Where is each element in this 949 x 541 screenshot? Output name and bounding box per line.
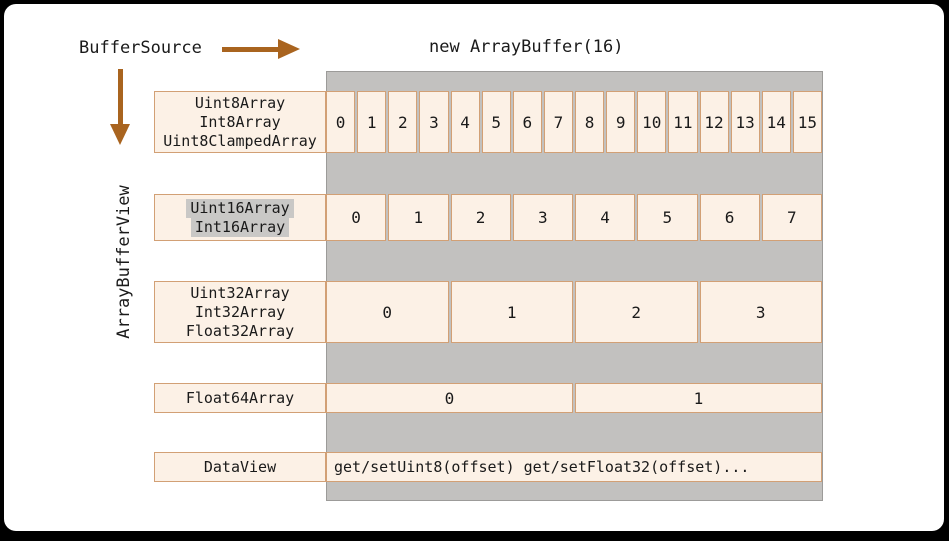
diagram-canvas: BufferSource new ArrayBuffer(16) ArrayBu… bbox=[4, 4, 944, 531]
buffer-cell: get/setUint8(offset) get/setFloat32(offs… bbox=[326, 452, 822, 482]
arrow-right-head bbox=[278, 39, 300, 59]
view-label: Uint32Array bbox=[190, 283, 290, 302]
buffer-cell: 3 bbox=[512, 194, 573, 241]
buffer-cell: 5 bbox=[481, 91, 511, 153]
buffer-cell: 6 bbox=[512, 91, 542, 153]
buffer-cell: 12 bbox=[699, 91, 729, 153]
view-label: Float64Array bbox=[185, 388, 295, 407]
view-row: DataView get/setUint8(offset) get/setFloa… bbox=[154, 452, 822, 482]
buffer-cell: 2 bbox=[575, 281, 698, 343]
buffer-cell: 1 bbox=[357, 91, 387, 153]
buffer-cell: 9 bbox=[606, 91, 636, 153]
view-cells: get/setUint8(offset) get/setFloat32(offs… bbox=[326, 452, 822, 482]
buffer-cell: 1 bbox=[450, 281, 573, 343]
view-label: Float32Array bbox=[185, 321, 295, 340]
buffer-cell: 0 bbox=[326, 91, 356, 153]
arrow-down-shaft bbox=[117, 69, 123, 125]
arrow-down-head bbox=[110, 124, 130, 145]
buffer-cell: 15 bbox=[792, 91, 822, 153]
buffer-cell: 2 bbox=[450, 194, 511, 241]
buffer-cell: 8 bbox=[575, 91, 605, 153]
buffer-cell: 6 bbox=[699, 194, 760, 241]
view-label: Int8Array bbox=[199, 112, 281, 131]
buffer-cell: 0 bbox=[326, 383, 573, 413]
view-label: Uint8Array bbox=[194, 93, 286, 112]
arrow-right-icon bbox=[222, 39, 300, 59]
buffer-cell: 7 bbox=[761, 194, 822, 241]
buffer-cell: 4 bbox=[575, 194, 636, 241]
arrow-down-icon bbox=[110, 69, 130, 145]
view-label: Int32Array bbox=[194, 302, 286, 321]
array-buffer-view-label: ArrayBufferView bbox=[114, 185, 134, 339]
buffer-cell: 11 bbox=[668, 91, 698, 153]
buffer-cell: 2 bbox=[388, 91, 418, 153]
buffer-source-label: BufferSource bbox=[79, 38, 202, 58]
buffer-cell: 0 bbox=[326, 281, 449, 343]
array-buffer-title: new ArrayBuffer(16) bbox=[429, 37, 624, 57]
buffer-cell: 14 bbox=[761, 91, 791, 153]
buffer-cell: 3 bbox=[419, 91, 449, 153]
arrow-right-shaft bbox=[222, 46, 279, 52]
buffer-cell: 5 bbox=[637, 194, 698, 241]
view-label-box: Float64Array bbox=[154, 383, 326, 413]
buffer-cell: 1 bbox=[388, 194, 449, 241]
buffer-cell: 0 bbox=[326, 194, 387, 241]
view-label: Uint16Array bbox=[186, 198, 294, 218]
buffer-cell: 1 bbox=[575, 383, 822, 413]
view-label: Uint8ClampedArray bbox=[163, 131, 317, 150]
buffer-cell: 10 bbox=[637, 91, 667, 153]
buffer-cell: 7 bbox=[543, 91, 573, 153]
buffer-cell: 3 bbox=[699, 281, 822, 343]
view-label: DataView bbox=[203, 457, 277, 476]
view-label: Int16Array bbox=[190, 217, 290, 237]
buffer-cell: 4 bbox=[450, 91, 480, 153]
buffer-cell: 13 bbox=[730, 91, 760, 153]
view-label-box: DataView bbox=[154, 452, 326, 482]
